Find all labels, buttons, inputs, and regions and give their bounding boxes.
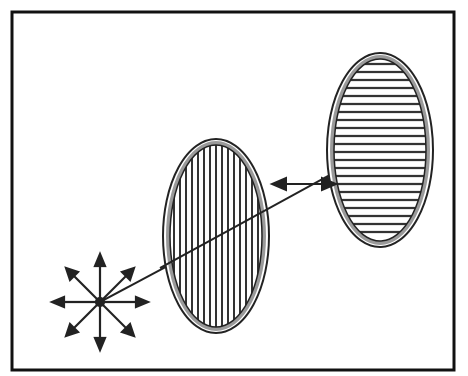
polarizer-horizontal bbox=[327, 53, 433, 247]
light-source-icon bbox=[52, 254, 148, 350]
